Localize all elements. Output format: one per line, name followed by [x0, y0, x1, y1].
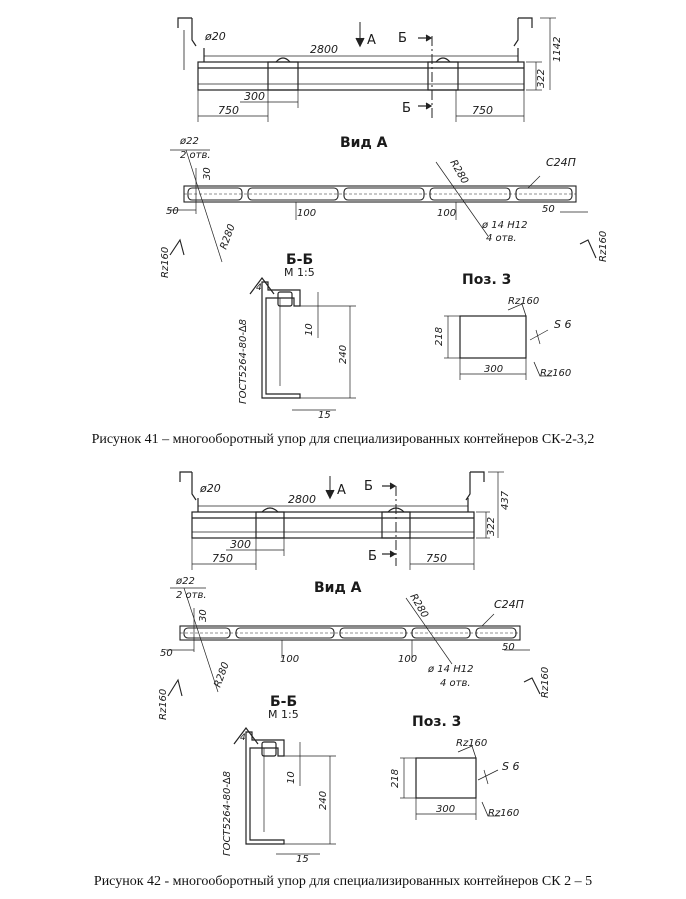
- view-a-holes: 2 отв.: [180, 150, 211, 161]
- pos3-dim-218: 218: [390, 769, 401, 788]
- view-a-dim-50-right: 50: [502, 642, 515, 653]
- section-b-label-bottom: Б: [368, 549, 377, 564]
- view-a-dim-30: 30: [202, 167, 213, 180]
- view-a-rz160-left: Rz160: [158, 689, 169, 720]
- view-a-dim-100-right: 100: [398, 654, 417, 665]
- dim-300: 300: [230, 538, 251, 551]
- section-bb-gost: ГОСТ5264-80-∆8: [238, 319, 249, 404]
- view-a-dia-22: ø22: [179, 136, 199, 147]
- dim-750-left: 750: [218, 104, 239, 117]
- section-bb-gost: ГОСТ5264-80-∆8: [222, 771, 233, 856]
- figure-42-drawing: ø20 A Б Б 2800 322 437 300 750 750: [158, 471, 551, 865]
- dim-2800: 2800: [310, 43, 338, 56]
- pos3-title: Поз. 3: [412, 714, 461, 730]
- view-a-dim-50-right: 50: [542, 204, 555, 215]
- view-a-c24p: C24П: [494, 598, 524, 611]
- section-bb-fig41: [249, 277, 356, 411]
- view-a-holes-4: 4 отв.: [440, 678, 471, 689]
- figure-41-drawing: ø20 A Б Б 2800 322 1142 300 750 750: [160, 17, 609, 421]
- figure-42-caption: Рисунок 42 - многооборотный упор для спе…: [93, 874, 593, 889]
- section-bb-dim-240: 240: [318, 791, 329, 810]
- view-a-dim-30: 30: [198, 609, 209, 622]
- dim-437: 437: [500, 490, 511, 510]
- dim-2800: 2800: [288, 493, 316, 506]
- view-a-r280-left: R280: [212, 661, 231, 689]
- section-b-label-top: Б: [364, 479, 373, 494]
- pos3-plate-fig41: [444, 303, 552, 380]
- section-a-label: A: [337, 483, 346, 498]
- dim-300: 300: [244, 90, 265, 103]
- section-b-label-top: Б: [398, 31, 407, 46]
- pos3-rz160-top: Rz160: [508, 296, 539, 307]
- pos3-dim-300: 300: [436, 804, 455, 815]
- section-bb-dim-10: 10: [286, 771, 297, 784]
- view-a-fig42: [166, 587, 541, 697]
- dim-1142: 1142: [552, 37, 563, 62]
- figure-41-caption: Рисунок 41 – многооборотный упор для спе…: [91, 432, 595, 447]
- view-a-rz160-left: Rz160: [160, 247, 171, 278]
- dim-750-right: 750: [472, 104, 493, 117]
- view-a-hole-14: ø 14 H12: [427, 664, 473, 675]
- view-a-dim-50-left: 50: [166, 206, 179, 217]
- section-bb-scale: М 1:5: [268, 708, 299, 721]
- section-bb-title: Б-Б: [270, 694, 297, 710]
- view-a-dim-100-left: 100: [280, 654, 299, 665]
- view-a-fig41: [168, 149, 597, 263]
- pos3-s6: S 6: [502, 760, 519, 773]
- top-view-fig41: [177, 17, 556, 122]
- dim-diameter-20: ø20: [199, 482, 221, 495]
- view-a-title: Вид А: [314, 580, 362, 596]
- pos3-dim-218: 218: [434, 327, 445, 346]
- dim-diameter-20: ø20: [204, 30, 226, 43]
- section-bb-dim-15: 15: [318, 410, 331, 421]
- section-bb-dim-15: 15: [296, 854, 309, 865]
- view-a-dia-22: ø22: [175, 576, 195, 587]
- view-a-r280-right: R280: [407, 592, 430, 620]
- view-a-c24p: C24П: [546, 156, 576, 169]
- section-bb-weld: 4: [240, 733, 246, 743]
- top-view-fig42: [179, 471, 504, 570]
- pos3-rz160-bottom: Rz160: [488, 808, 519, 819]
- view-a-dim-100-right: 100: [437, 208, 456, 219]
- view-a-hole-14: ø 14 H12: [481, 220, 527, 231]
- section-bb-fig42: [233, 727, 336, 855]
- dim-322: 322: [536, 69, 547, 88]
- view-a-title: Вид А: [340, 135, 388, 151]
- view-a-rz160-right: Rz160: [598, 231, 609, 262]
- pos3-rz160-bottom: Rz160: [540, 368, 571, 379]
- pos3-s6: S 6: [554, 318, 571, 331]
- view-a-holes-4: 4 отв.: [486, 233, 517, 244]
- section-bb-scale: М 1:5: [284, 266, 315, 279]
- section-bb-dim-10: 10: [304, 323, 315, 336]
- section-bb-weld: 4: [256, 283, 262, 293]
- view-a-holes: 2 отв.: [176, 590, 207, 601]
- dim-750-left: 750: [212, 552, 233, 565]
- section-bb-dim-240: 240: [338, 345, 349, 364]
- pos3-plate-fig42: [400, 745, 500, 820]
- section-b-label-bottom: Б: [402, 101, 411, 116]
- section-a-label: A: [367, 33, 376, 48]
- dim-322: 322: [486, 517, 497, 536]
- dim-750-right: 750: [426, 552, 447, 565]
- pos3-rz160-top: Rz160: [456, 738, 487, 749]
- pos3-title: Поз. 3: [462, 272, 511, 288]
- view-a-r280-right: R280: [447, 158, 470, 186]
- section-bb-title: Б-Б: [286, 252, 313, 268]
- view-a-dim-50-left: 50: [160, 648, 173, 659]
- pos3-dim-300: 300: [484, 364, 503, 375]
- view-a-r280-left: R280: [218, 223, 237, 251]
- view-a-dim-100-left: 100: [297, 208, 316, 219]
- view-a-rz160-right: Rz160: [540, 667, 551, 698]
